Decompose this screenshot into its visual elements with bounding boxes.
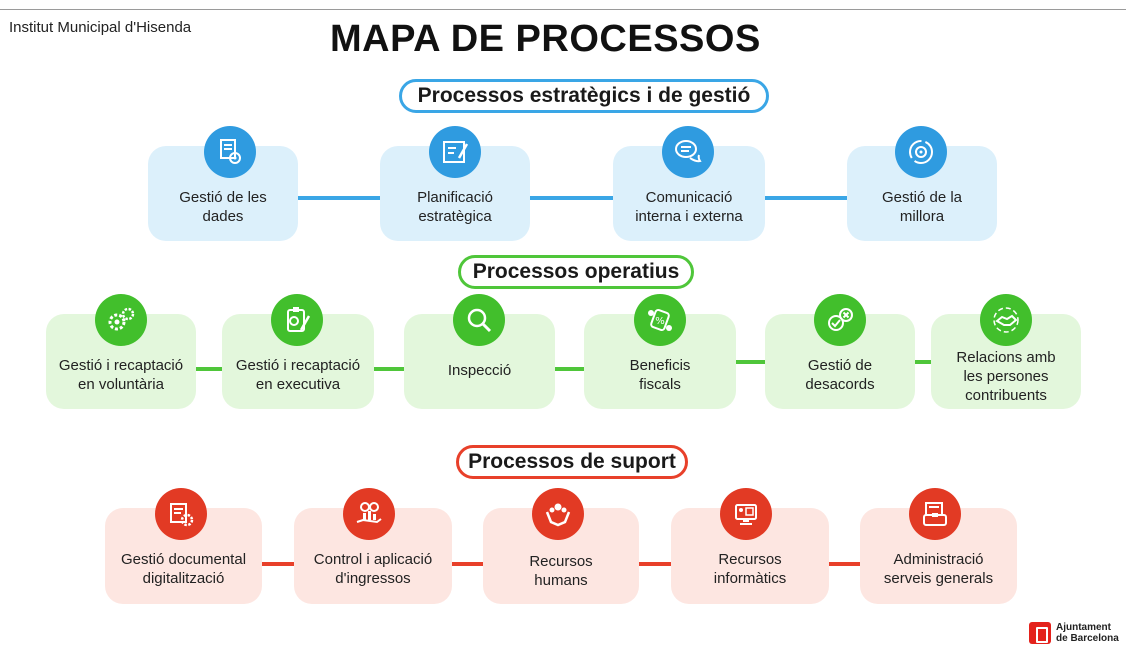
gears-icon bbox=[95, 294, 147, 346]
connector-line bbox=[553, 367, 587, 371]
connector-line bbox=[637, 562, 673, 566]
clipboard-gear-icon bbox=[271, 294, 323, 346]
connector-line bbox=[913, 360, 933, 364]
chat-bubbles-icon bbox=[662, 126, 714, 178]
connector-line bbox=[827, 562, 863, 566]
connector-line bbox=[450, 562, 486, 566]
tax-benefit-icon: % bbox=[634, 294, 686, 346]
admin-briefcase-icon bbox=[909, 488, 961, 540]
improvement-cycle-icon bbox=[895, 126, 947, 178]
computer-icon bbox=[720, 488, 772, 540]
top-rule bbox=[0, 9, 1126, 10]
ajuntament-logo: Ajuntament de Barcelona bbox=[1029, 622, 1119, 644]
document-gear-icon bbox=[155, 488, 207, 540]
organization-name: Institut Municipal d'Hisenda bbox=[9, 19, 192, 36]
operative-section-title: Processos operatius bbox=[458, 255, 694, 289]
connector-line bbox=[295, 196, 385, 200]
barcelona-emblem-icon bbox=[1029, 622, 1051, 644]
page-title: MAPA DE PROCESSOS bbox=[330, 18, 761, 60]
strategic-planning-icon bbox=[429, 126, 481, 178]
connector-line bbox=[372, 367, 406, 371]
strategic-section-title: Processos estratègics i de gestió bbox=[399, 79, 769, 113]
data-management-icon bbox=[204, 126, 256, 178]
connector-line bbox=[260, 562, 296, 566]
logo-text: Ajuntament de Barcelona bbox=[1056, 622, 1119, 644]
coins-hand-icon bbox=[343, 488, 395, 540]
connector-line bbox=[194, 367, 224, 371]
connector-line bbox=[734, 360, 768, 364]
handshake-icon bbox=[980, 294, 1032, 346]
connector-line bbox=[762, 196, 852, 200]
connector-line bbox=[528, 196, 618, 200]
people-hands-icon bbox=[532, 488, 584, 540]
svg-text:%: % bbox=[655, 316, 665, 327]
support-section-title: Processos de suport bbox=[456, 445, 688, 479]
magnifier-icon bbox=[453, 294, 505, 346]
check-cross-icon bbox=[814, 294, 866, 346]
